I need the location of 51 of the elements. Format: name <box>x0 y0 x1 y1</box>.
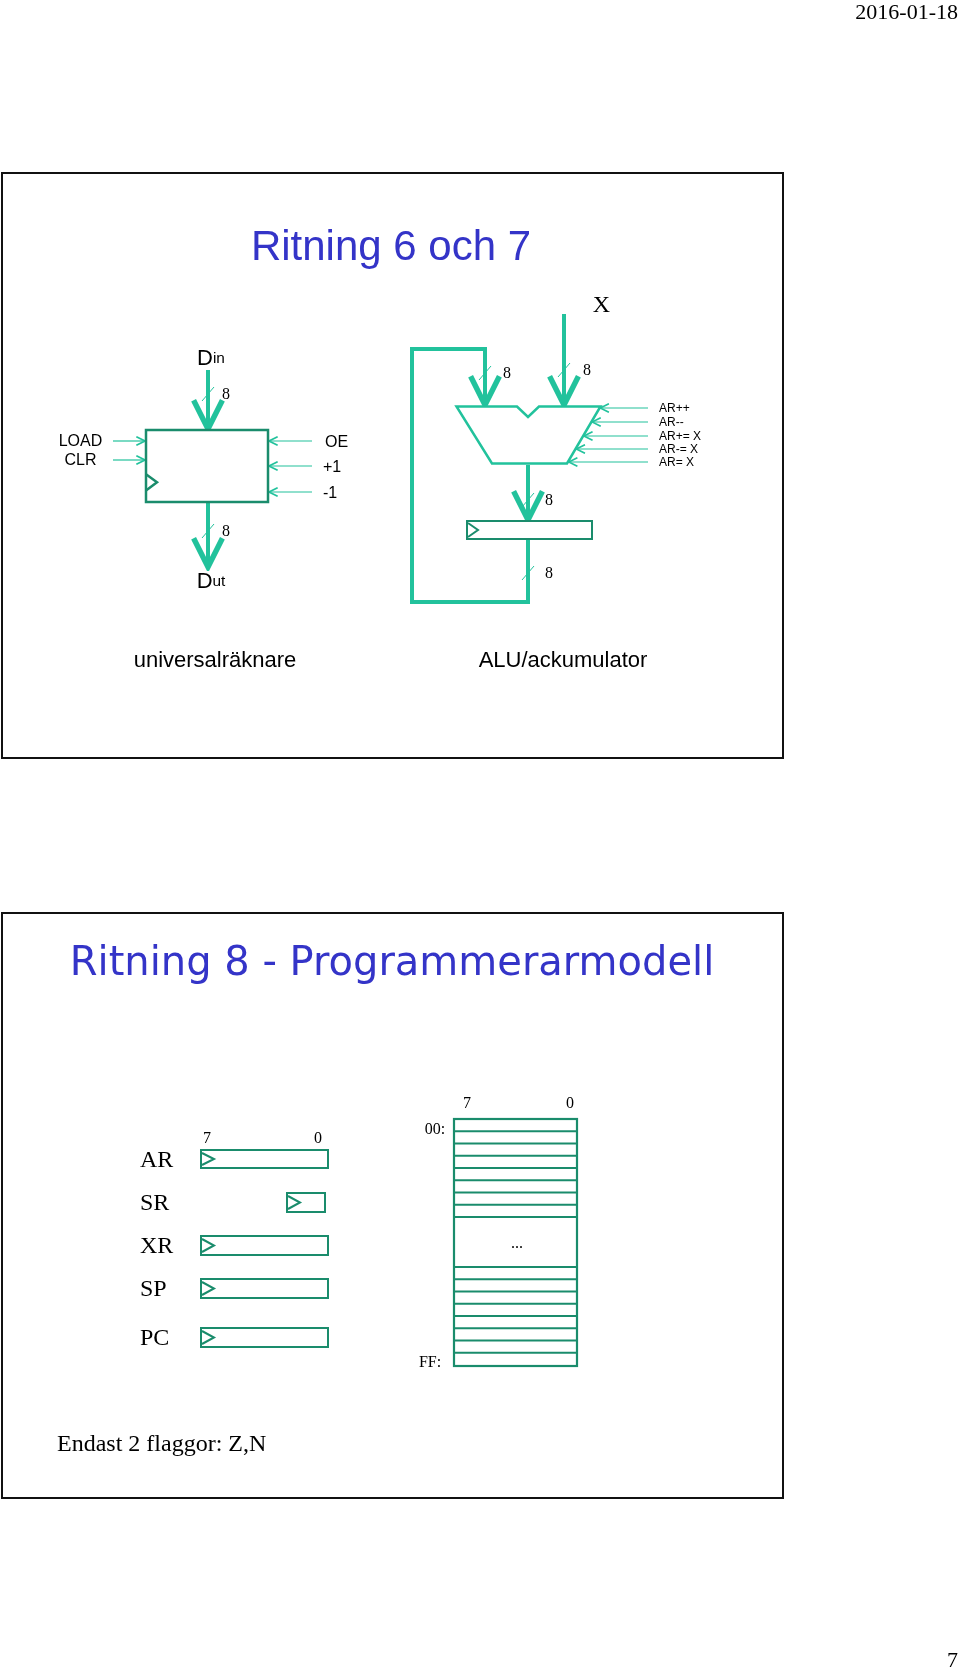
bus-width-label: 8 <box>583 362 591 378</box>
register-name: SP <box>140 1276 167 1300</box>
counter-register-box <box>145 429 269 503</box>
register-name: SR <box>140 1190 170 1214</box>
bit-number: 7 <box>203 1130 211 1146</box>
arrow <box>599 402 649 414</box>
signal-label: AR++ <box>648 401 732 415</box>
bus-width-label: 8 <box>545 565 553 581</box>
arrow <box>575 443 649 455</box>
signal-label: -1 <box>312 484 356 502</box>
arrow <box>112 435 146 447</box>
arrow <box>510 465 546 523</box>
page-number: 7 <box>947 1649 958 1671</box>
ellipsis: ... <box>511 1235 523 1251</box>
alu-symbol <box>455 405 602 465</box>
date: 2016-01-18 <box>855 1 958 23</box>
caption: universalräknare <box>133 649 297 671</box>
bus-width-label: 8 <box>503 365 511 381</box>
address-label: 00: <box>424 1121 446 1137</box>
arrow <box>567 456 649 468</box>
signal-label: AR-= X <box>648 442 732 456</box>
signal-label: AR-- <box>648 415 732 429</box>
arrow <box>583 430 649 442</box>
signal-label: AR= X <box>648 455 732 469</box>
accumulator-register-box <box>466 520 593 540</box>
address-label: FF: <box>418 1354 442 1370</box>
bit-number: 0 <box>566 1095 574 1111</box>
caption: ALU/ackumulator <box>478 649 648 671</box>
signal-label: X <box>560 294 610 314</box>
register-name: PC <box>140 1325 170 1349</box>
register-name: AR <box>140 1147 174 1171</box>
bit-number: 7 <box>463 1095 471 1111</box>
arrow <box>591 416 649 428</box>
signal-label: CLR <box>48 450 113 470</box>
bit-number: 0 <box>314 1130 322 1146</box>
bus-width-label: 8 <box>222 386 230 402</box>
signal-label: LOAD <box>48 431 113 451</box>
bus-width-label: 8 <box>222 523 230 539</box>
slide-title: Ritning 6 och 7 <box>250 225 532 267</box>
register-name: XR <box>140 1233 174 1257</box>
arrow <box>268 435 313 447</box>
signal-label: +1 <box>312 458 356 476</box>
arrow <box>190 503 226 570</box>
arrow <box>268 460 313 472</box>
signal-label: OE <box>312 433 356 451</box>
arrow <box>268 486 313 498</box>
arrow <box>410 347 530 604</box>
signal-label: AR+= X <box>648 429 732 443</box>
bus-width-label: 8 <box>545 492 553 508</box>
arrow <box>112 454 146 466</box>
note: Endast 2 flaggor: Z,N <box>57 1431 267 1455</box>
